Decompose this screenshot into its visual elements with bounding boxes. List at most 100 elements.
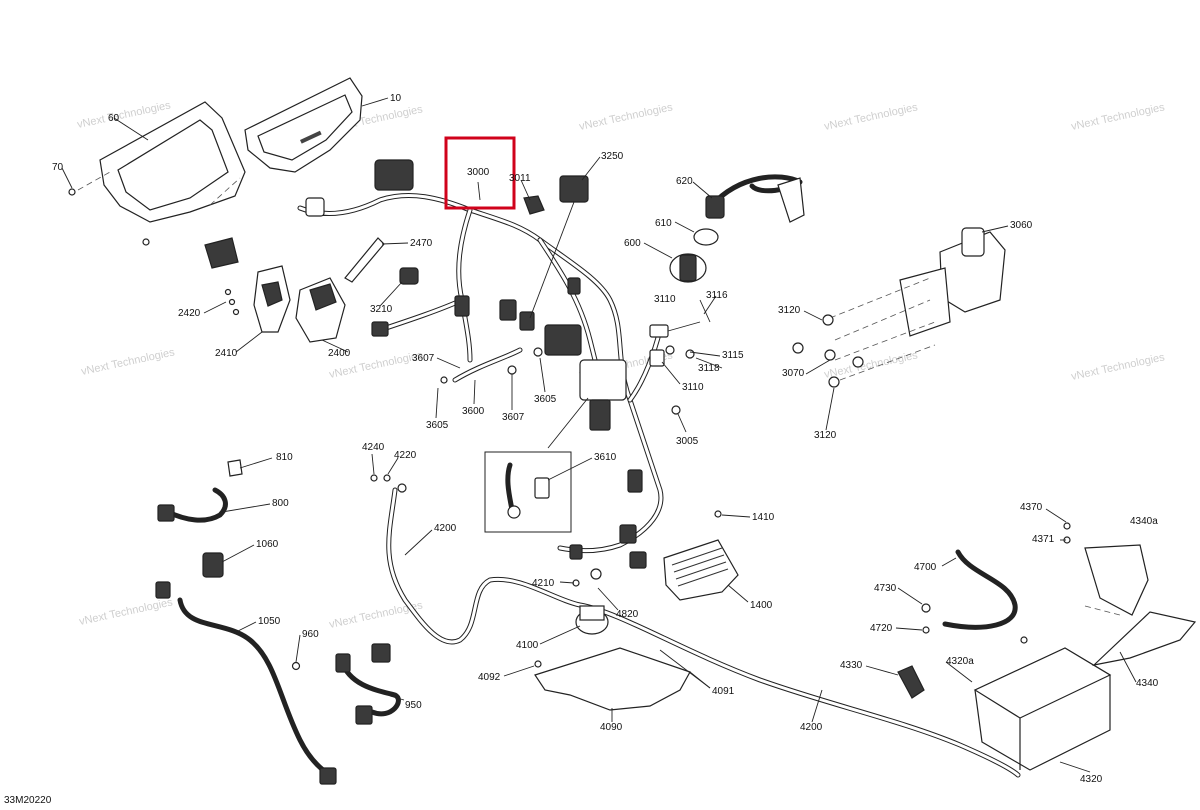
callout-4091: 4091 (712, 686, 735, 697)
relay-3250[interactable] (529, 175, 589, 319)
callout-3110-top: 3110 (654, 294, 676, 305)
connector-810[interactable] (227, 459, 243, 477)
callout-4340: 4340 (1136, 678, 1159, 689)
drawing-code: 33M20220 (4, 795, 52, 806)
callout-3607-left: 3607 (412, 353, 435, 364)
callout-1060: 1060 (256, 539, 279, 550)
callout-4210: 4210 (532, 578, 555, 589)
callout-4730: 4730 (874, 583, 897, 594)
callout-2410: 2410 (215, 348, 238, 359)
screws-2420[interactable] (204, 237, 240, 316)
callout-2470: 2470 (410, 238, 433, 249)
dess-key-620[interactable] (705, 174, 805, 223)
callout-labels: 10 60 70 3000 3011 3250 620 610 600 3060… (52, 93, 1159, 785)
switch-1060[interactable] (202, 552, 224, 578)
bracket-4090[interactable] (534, 647, 691, 711)
callout-3011: 3011 (509, 173, 531, 184)
callout-3610: 3610 (594, 452, 617, 463)
callout-3120-bottom: 3120 (814, 430, 837, 441)
callout-3118: 3118 (698, 363, 720, 374)
callout-4700: 4700 (914, 562, 937, 573)
callout-600: 600 (624, 238, 641, 249)
callout-3005: 3005 (676, 436, 699, 447)
callout-4820: 4820 (616, 609, 639, 620)
watermark: vNext Technologies (78, 596, 174, 628)
watermark: vNext Technologies (1070, 351, 1166, 383)
ground-cable-4700[interactable] (921, 549, 1018, 634)
callout-4090: 4090 (600, 722, 623, 733)
watermark: vNext Technologies (1070, 101, 1166, 133)
battery-4320[interactable] (973, 636, 1112, 771)
callout-3115: 3115 (722, 350, 744, 361)
callout-3120-top: 3120 (778, 305, 801, 316)
ignition-switch-600[interactable] (669, 253, 707, 283)
watermark: vNext Technologies (76, 99, 172, 131)
watermark: vNext Technologies (823, 349, 919, 381)
callout-810: 810 (276, 452, 293, 463)
callout-4200-top: 4200 (434, 523, 457, 534)
callout-4371: 4371 (1032, 534, 1055, 545)
callout-1400: 1400 (750, 600, 773, 611)
actuator-3060[interactable] (829, 227, 1006, 381)
terminal-boot-4330[interactable] (897, 665, 925, 699)
callout-4720: 4720 (870, 623, 893, 634)
callout-3605-left: 3605 (426, 420, 449, 431)
voltage-regulator-1400[interactable] (663, 510, 739, 601)
callout-4240: 4240 (362, 442, 385, 453)
harness-950[interactable] (335, 643, 401, 725)
solenoid-4100[interactable] (572, 568, 609, 635)
callout-4330: 4330 (840, 660, 863, 671)
inset-detail-3610 (484, 397, 589, 533)
callout-4100: 4100 (516, 640, 539, 651)
callout-4092: 4092 (478, 672, 501, 683)
cap-610[interactable] (693, 228, 719, 246)
callout-620: 620 (676, 176, 693, 187)
connector-3011[interactable] (523, 195, 545, 215)
callout-70: 70 (52, 162, 64, 173)
screw-960[interactable] (291, 661, 301, 671)
callout-800: 800 (272, 498, 289, 509)
harness-800[interactable] (157, 487, 228, 523)
callout-3000: 3000 (467, 167, 490, 178)
callout-4320a: 4320a (946, 656, 974, 667)
fasteners-3120[interactable] (792, 314, 864, 388)
battery-cable-4200[interactable] (386, 483, 1021, 778)
callout-4320: 4320 (1080, 774, 1103, 785)
watermark: vNext Technologies (578, 101, 674, 133)
callout-3600: 3600 (462, 406, 485, 417)
callout-4340a: 4340a (1130, 516, 1158, 527)
callout-3110-bottom: 3110 (682, 382, 704, 393)
battery-bracket-4340a[interactable] (1063, 522, 1149, 616)
callout-610: 610 (655, 218, 672, 229)
callout-3116: 3116 (706, 290, 728, 301)
callout-3210: 3210 (370, 304, 393, 315)
callout-1410: 1410 (752, 512, 775, 523)
bracket-2470[interactable] (344, 237, 385, 283)
battery-strap-4340[interactable] (1084, 605, 1197, 666)
highlight-box (444, 136, 516, 210)
cluster-bezel[interactable] (68, 101, 246, 246)
switch-housing-2410[interactable] (253, 265, 291, 333)
callout-4200-bottom: 4200 (800, 722, 823, 733)
sensor-3110[interactable] (649, 321, 701, 415)
callout-960: 960 (302, 629, 319, 640)
instrument-cluster[interactable] (244, 77, 363, 173)
callout-3070: 3070 (782, 368, 805, 379)
callout-3607-right: 3607 (502, 412, 525, 423)
leader-lines (61, 97, 1137, 773)
callout-950: 950 (405, 700, 422, 711)
cable-3600[interactable] (440, 347, 543, 384)
callout-3060: 3060 (1010, 220, 1033, 231)
washers-4240-4220[interactable] (370, 474, 391, 482)
callout-2400: 2400 (328, 348, 351, 359)
watermark: vNext Technologies (80, 346, 176, 378)
harness-1050[interactable] (155, 581, 337, 785)
main-wiring-harness[interactable] (297, 159, 664, 569)
switch-housing-2400[interactable] (295, 277, 346, 343)
callout-3250: 3250 (601, 151, 624, 162)
callout-2420: 2420 (178, 308, 201, 319)
callout-4220: 4220 (394, 450, 417, 461)
callout-1050: 1050 (258, 616, 281, 627)
sensor-3210[interactable] (399, 267, 419, 285)
